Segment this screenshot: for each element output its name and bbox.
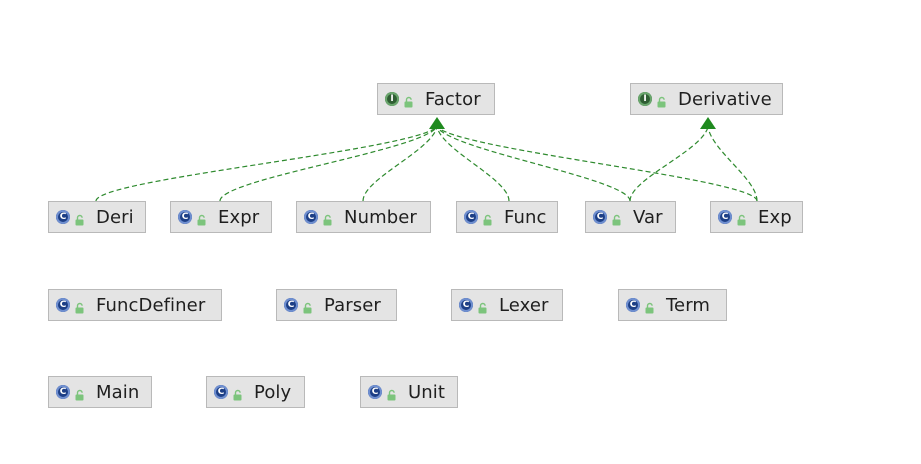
interface-icon: I <box>638 92 652 106</box>
class-icon: C <box>178 210 192 224</box>
public-lock-icon <box>74 211 86 226</box>
class-node-label: Parser <box>324 294 381 316</box>
public-lock-icon <box>196 211 208 226</box>
edge-number-to-factor <box>362 126 438 202</box>
public-lock-icon <box>477 299 489 314</box>
class-icon: C <box>56 298 70 312</box>
class-node-exp[interactable]: C Exp <box>710 201 803 233</box>
arrowhead-derivative <box>700 117 716 129</box>
edge-var-to-factor <box>436 126 631 202</box>
class-icon: C <box>56 210 70 224</box>
class-node-label: Var <box>633 206 663 228</box>
edge-expr-to-factor <box>219 126 438 202</box>
public-lock-icon <box>322 211 334 226</box>
class-icon: C <box>368 385 382 399</box>
class-node-label: Func <box>504 206 547 228</box>
class-node-label: Main <box>96 381 140 403</box>
class-node-label: Lexer <box>499 294 549 316</box>
class-node-label: FuncDefiner <box>96 294 206 316</box>
interface-icon: I <box>385 92 399 106</box>
class-node-derivative[interactable]: I Derivative <box>630 83 783 115</box>
class-icon: C <box>56 385 70 399</box>
edge-func-to-factor <box>436 126 510 202</box>
class-node-expr[interactable]: C Expr <box>170 201 272 233</box>
class-icon: C <box>284 298 298 312</box>
class-icon: C <box>214 385 228 399</box>
class-node-funcdefiner[interactable]: C FuncDefiner <box>48 289 222 321</box>
class-node-lexer[interactable]: C Lexer <box>451 289 563 321</box>
public-lock-icon <box>736 211 748 226</box>
class-node-parser[interactable]: C Parser <box>276 289 397 321</box>
class-node-label: Poly <box>254 381 292 403</box>
public-lock-icon <box>403 93 415 108</box>
edge-var-to-derivative <box>629 126 709 202</box>
class-node-term[interactable]: C Term <box>618 289 727 321</box>
class-node-unit[interactable]: C Unit <box>360 376 458 408</box>
class-node-main[interactable]: C Main <box>48 376 152 408</box>
public-lock-icon <box>482 211 494 226</box>
class-node-label: Term <box>666 294 711 316</box>
edge-exp-to-factor <box>436 126 758 202</box>
class-node-deri[interactable]: C Deri <box>48 201 146 233</box>
public-lock-icon <box>386 386 398 401</box>
class-node-label: Factor <box>425 88 481 110</box>
class-icon: C <box>626 298 640 312</box>
class-icon: C <box>718 210 732 224</box>
class-node-label: Exp <box>758 206 792 228</box>
edge-deri-to-factor <box>95 126 438 202</box>
public-lock-icon <box>74 299 86 314</box>
class-node-factor[interactable]: I Factor <box>377 83 495 115</box>
public-lock-icon <box>644 299 656 314</box>
arrowhead-factor <box>429 117 445 129</box>
public-lock-icon <box>656 93 668 108</box>
class-node-label: Deri <box>96 206 134 228</box>
class-node-label: Number <box>344 206 417 228</box>
public-lock-icon <box>611 211 623 226</box>
class-node-var[interactable]: C Var <box>585 201 676 233</box>
edge-exp-to-derivative <box>707 126 758 202</box>
class-node-number[interactable]: C Number <box>296 201 431 233</box>
class-node-label: Unit <box>408 381 446 403</box>
class-icon: C <box>593 210 607 224</box>
public-lock-icon <box>74 386 86 401</box>
public-lock-icon <box>302 299 314 314</box>
class-node-poly[interactable]: C Poly <box>206 376 305 408</box>
class-node-label: Expr <box>218 206 260 228</box>
class-node-label: Derivative <box>678 88 772 110</box>
public-lock-icon <box>232 386 244 401</box>
class-node-func[interactable]: C Func <box>456 201 558 233</box>
class-icon: C <box>464 210 478 224</box>
class-icon: C <box>304 210 318 224</box>
class-icon: C <box>459 298 473 312</box>
